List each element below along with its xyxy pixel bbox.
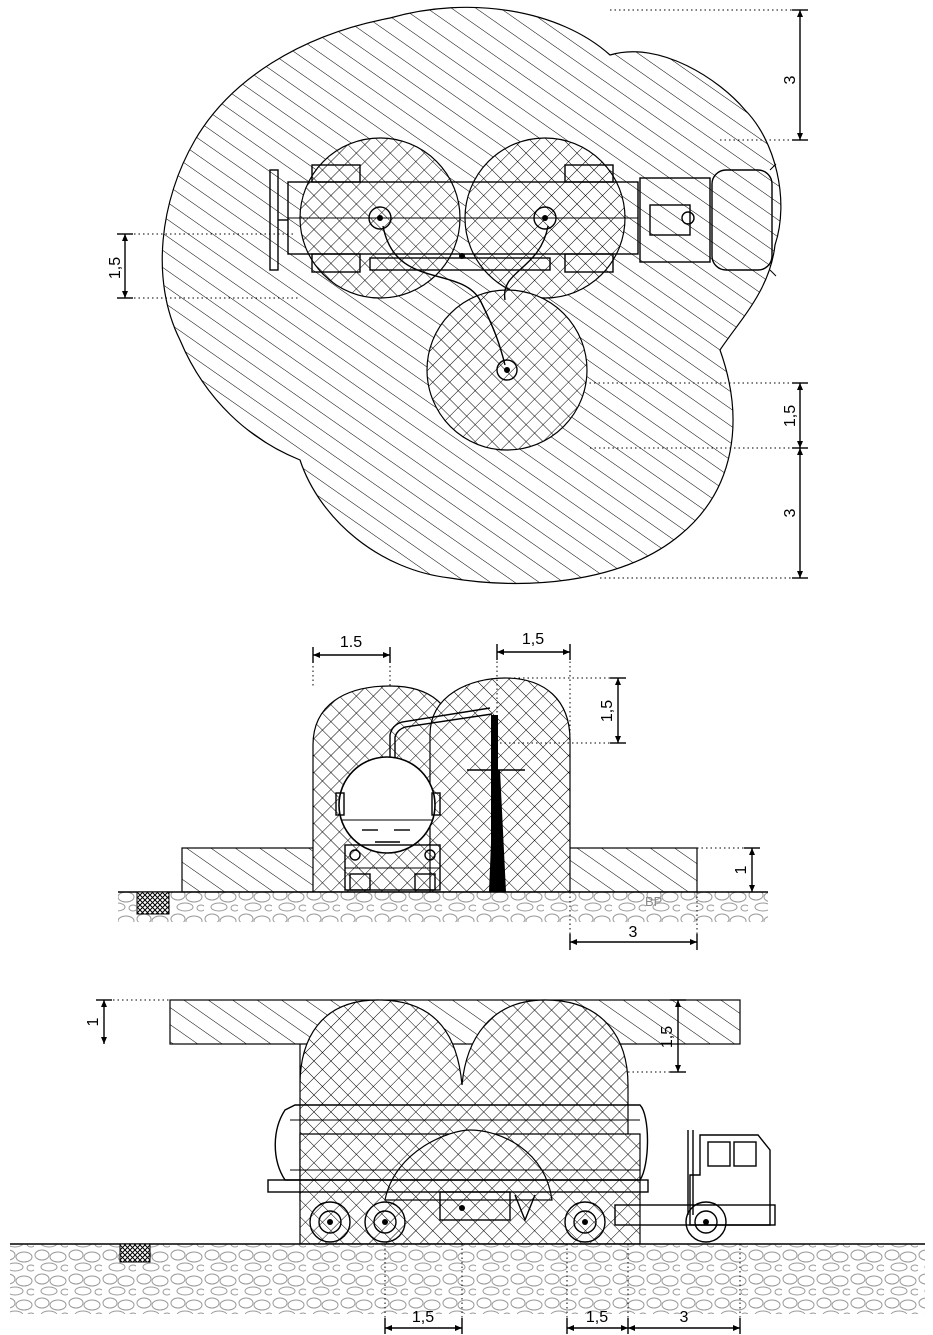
dim-side-height: 1,5: [659, 1026, 676, 1048]
rear-tanker: [335, 707, 525, 892]
dim-plan-right-large: 3: [782, 508, 799, 517]
dim-side-width-right: 3: [680, 1309, 689, 1326]
plan-tanker-truck: [269, 163, 777, 381]
rear-drain: [136, 891, 170, 915]
side-wheels: [309, 1201, 727, 1243]
side-drain: [119, 1243, 151, 1263]
dim-plan-right-small: 1,5: [782, 405, 799, 427]
dim-plan-top: 3: [782, 75, 799, 84]
dim-rear-left-width: 1.5: [340, 634, 362, 651]
plan-zone2-envelope: [161, 6, 782, 585]
dim-side-width-left: 1,5: [412, 1309, 434, 1326]
dim-side-base-height: 1: [85, 1017, 102, 1026]
dim-rear-height: 1,5: [599, 700, 616, 722]
side-view: 1,5 1 1,5 1,5 3: [10, 999, 925, 1334]
side-tanker-truck: [267, 1104, 776, 1243]
dim-rear-base-width: 3: [629, 924, 638, 941]
dim-side-width-mid: 1,5: [586, 1309, 608, 1326]
side-zone2-base: [169, 999, 741, 1045]
side-ground: [10, 1244, 925, 1314]
rear-view: BP 1.5: [118, 631, 768, 950]
dim-rear-base-height: 1: [733, 865, 750, 874]
dim-rear-right-width: 1,5: [522, 631, 544, 648]
rear-ground: [118, 892, 768, 922]
ground-marker-label: BP: [645, 894, 662, 909]
dim-plan-left: 1,5: [107, 257, 124, 279]
plan-view: 3 1,5 1,5 3: [107, 6, 808, 585]
